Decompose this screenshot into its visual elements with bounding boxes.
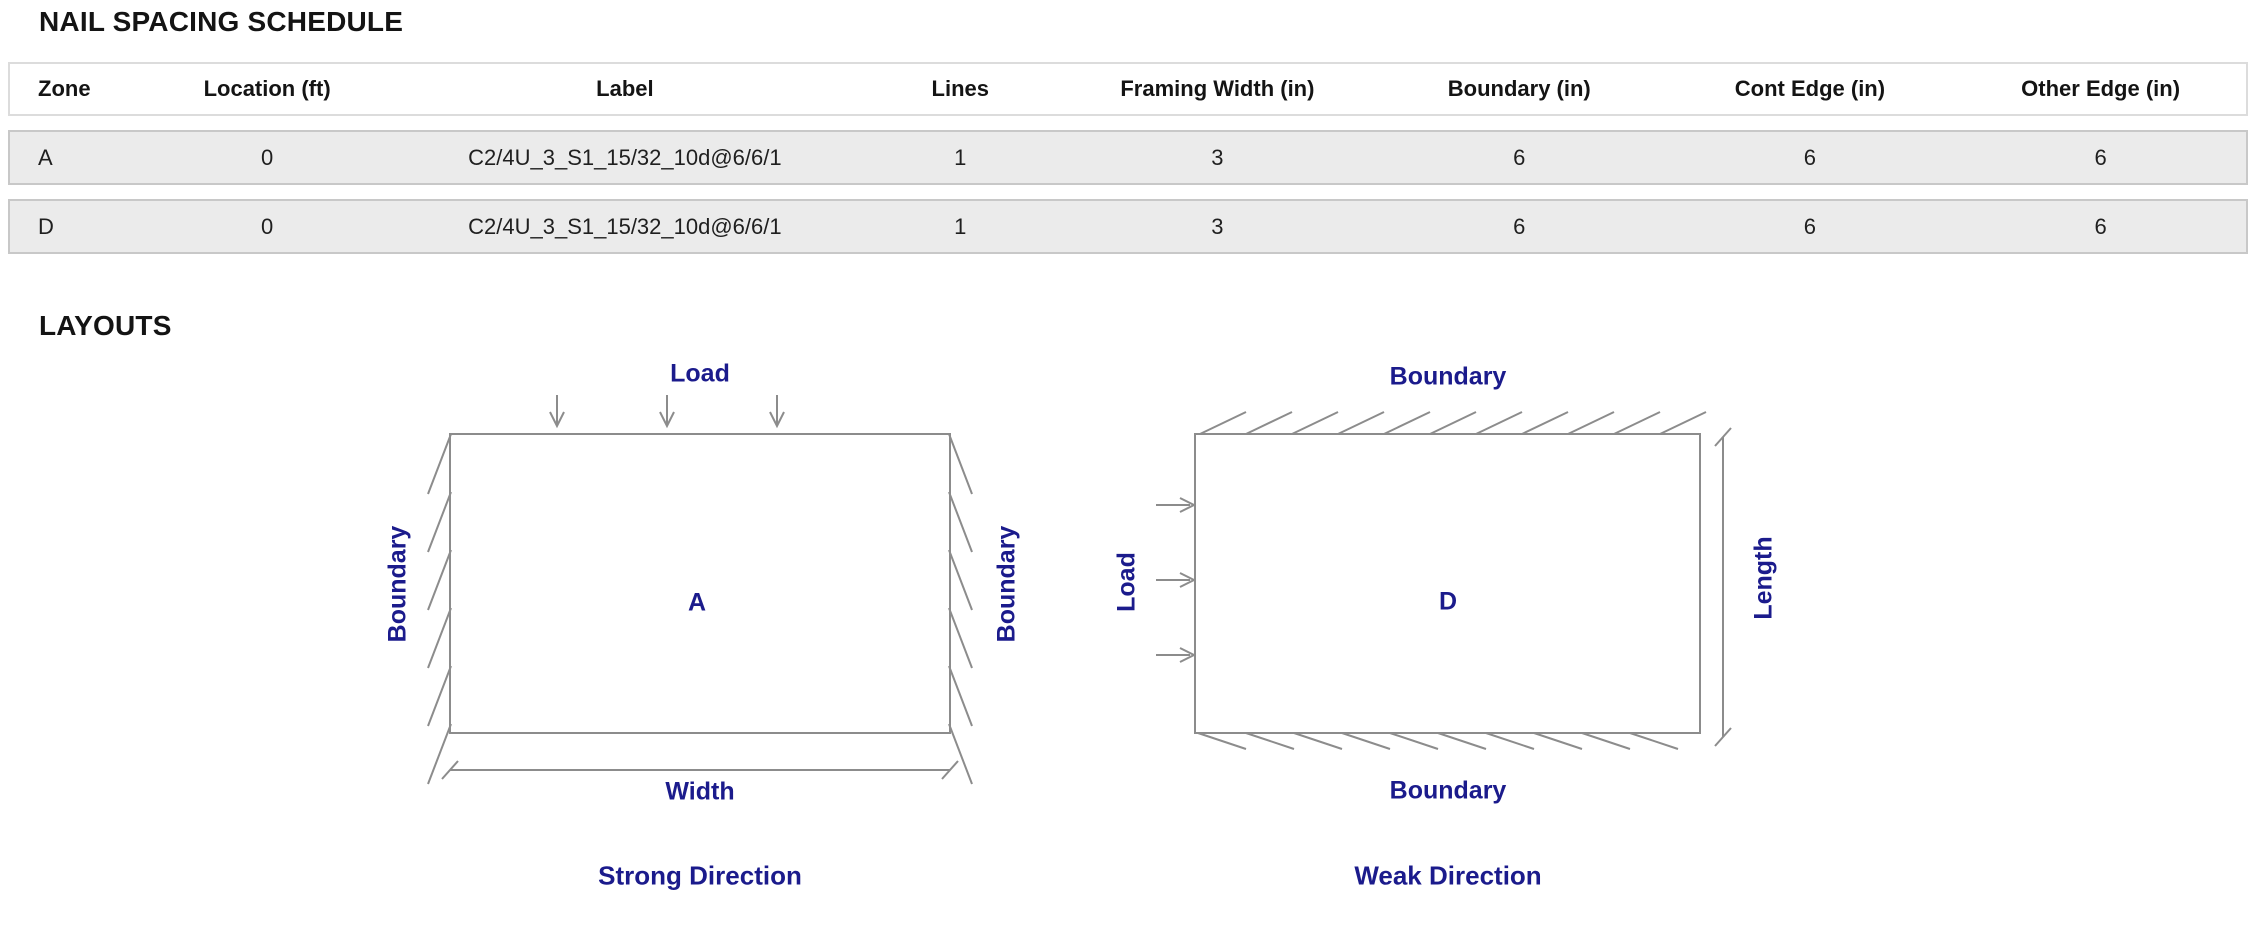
- edge-hatching-left: [427, 433, 452, 785]
- col-header-other-edge: Other Edge (in): [2021, 76, 2181, 101]
- table-row: A 0 C2/4U_3_S1_15/32_10d@6/6/1 1 3 6 6 6: [8, 130, 2248, 185]
- weak-direction-caption: Weak Direction: [1354, 860, 1542, 891]
- col-header-zone: Zone: [38, 76, 91, 101]
- cell-lines: 1: [954, 144, 967, 170]
- weak-boundary-top-label: Boundary: [1389, 362, 1507, 391]
- panel-rect: [1194, 433, 1701, 734]
- load-arrows-down: [549, 395, 785, 429]
- schedule-title: NAIL SPACING SCHEDULE: [39, 6, 404, 37]
- table-header-row: Zone Location (ft) Label Lines Framing W…: [8, 62, 2248, 116]
- cell-zone: A: [38, 144, 53, 170]
- weak-length-label: Length: [1749, 536, 1778, 620]
- cell-label: C2/4U_3_S1_15/32_10d@6/6/1: [468, 213, 782, 239]
- cell-lines: 1: [954, 213, 967, 239]
- cell-other-edge: 6: [2094, 144, 2107, 170]
- cell-framing-width: 3: [1211, 213, 1224, 239]
- weak-direction-diagram: [1156, 411, 1732, 750]
- cell-location: 0: [261, 144, 274, 170]
- load-arrows-right: [1156, 497, 1197, 663]
- layouts-title: LAYOUTS: [39, 310, 172, 341]
- strong-boundary-left-label: Boundary: [383, 525, 412, 643]
- cell-zone: D: [38, 213, 54, 239]
- weak-load-label: Load: [1112, 552, 1141, 612]
- col-header-lines: Lines: [931, 76, 989, 101]
- edge-hatching-top: [1199, 411, 1707, 435]
- cell-cont-edge: 6: [1803, 144, 1817, 170]
- cell-location: 0: [261, 213, 274, 239]
- col-header-framing-width: Framing Width (in): [1120, 76, 1315, 101]
- cell-other-edge: 6: [2094, 213, 2107, 239]
- strong-zone-label: A: [687, 588, 707, 617]
- edge-hatching-bottom: [1197, 732, 1679, 750]
- strong-direction-diagram: [427, 395, 973, 785]
- weak-zone-label: D: [1438, 587, 1458, 616]
- cell-boundary: 6: [1513, 144, 1526, 170]
- cell-framing-width: 3: [1211, 144, 1224, 170]
- nail-spacing-table: Zone Location (ft) Label Lines Framing W…: [8, 62, 2248, 254]
- cell-boundary: 6: [1513, 213, 1526, 239]
- strong-width-label: Width: [665, 777, 735, 806]
- col-header-label: Label: [596, 76, 654, 101]
- strong-direction-caption: Strong Direction: [598, 860, 802, 891]
- panel-rect: [449, 433, 951, 734]
- col-header-location: Location (ft): [203, 76, 331, 101]
- length-dimension-line: [1714, 427, 1732, 747]
- edge-hatching-right: [948, 433, 973, 785]
- table-row: D 0 C2/4U_3_S1_15/32_10d@6/6/1 1 3 6 6 6: [8, 199, 2248, 254]
- weak-boundary-bottom-label: Boundary: [1389, 776, 1507, 805]
- col-header-boundary: Boundary (in): [1447, 76, 1591, 101]
- cell-cont-edge: 6: [1803, 213, 1817, 239]
- cell-label: C2/4U_3_S1_15/32_10d@6/6/1: [468, 144, 782, 170]
- strong-load-label: Load: [670, 359, 730, 388]
- col-header-cont-edge: Cont Edge (in): [1734, 76, 1886, 101]
- width-dimension-line: [441, 760, 959, 780]
- strong-boundary-right-label: Boundary: [992, 525, 1021, 643]
